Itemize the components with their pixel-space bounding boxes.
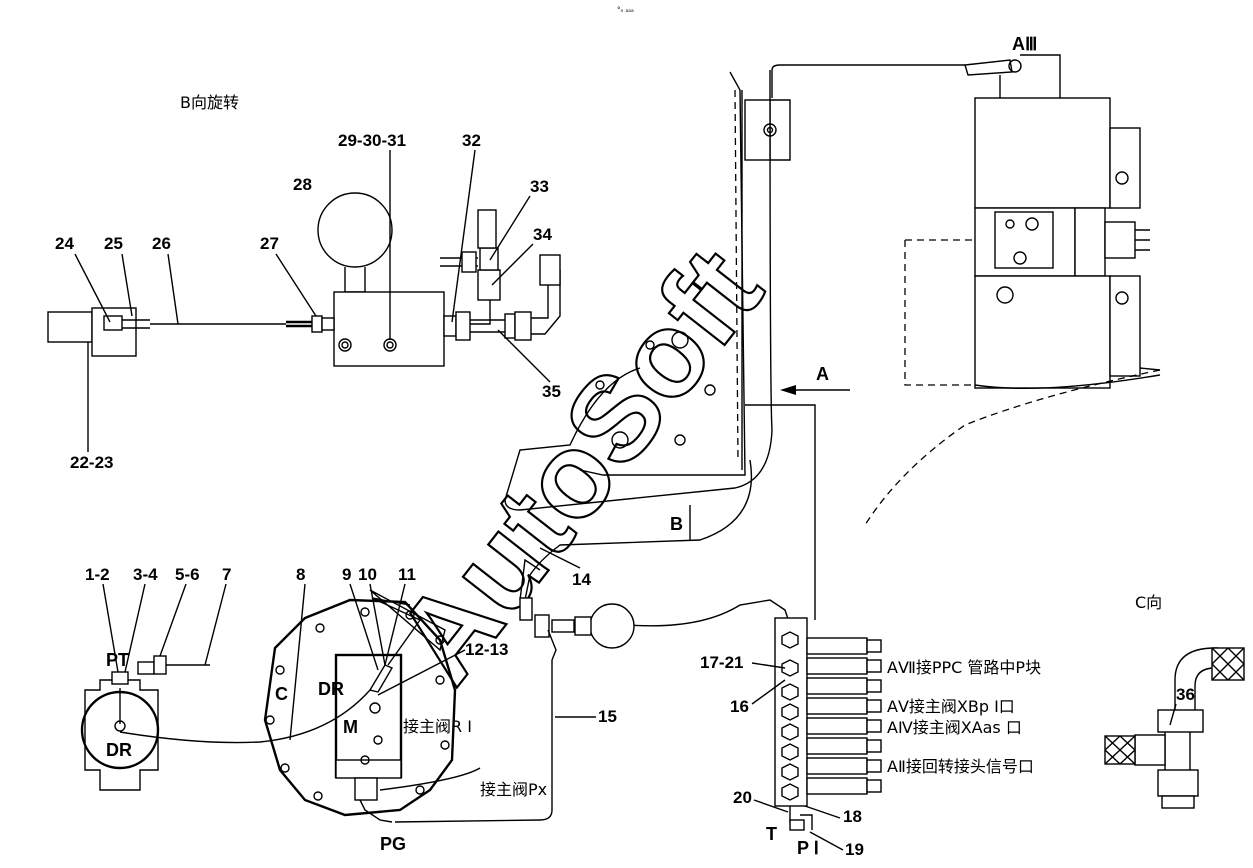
label-19: 19 [845,840,864,859]
bracket-structure: AⅢ A B [504,34,1161,540]
label-34: 34 [533,225,552,244]
pressure-gauge-assembly [47,192,561,367]
label-18: 18 [843,807,862,826]
view-b-labels: 29-30-31 32 28 33 34 24 25 26 27 35 22-2… [55,131,561,472]
label-10: 10 [358,565,377,584]
label-26: 26 [152,234,171,253]
manifold-block [774,617,808,807]
brake-valve-assembly: PT DR [80,650,371,791]
gauge-block [333,291,445,367]
motor-flange: C DR M PG [263,589,481,854]
hose-lines [394,404,816,823]
arrow-label-C: C [275,684,288,704]
pressure-gauge [317,192,393,268]
note-AV: AⅤ接主阀XBp Ⅰ口 [887,697,1015,716]
label-15: 15 [598,707,617,726]
port-label-M: M [343,717,358,737]
label-22-23: 22-23 [70,453,113,472]
note-main-valve-RI: 接主阀R Ⅰ [403,717,472,736]
manifold-labels: 17-21 16 20 18 19 T P Ⅰ [700,653,864,859]
port-label-T: T [766,824,777,844]
label-12-13: 12-13 [465,640,508,659]
label-33: 33 [530,177,549,196]
label-36: 36 [1176,685,1195,704]
note-AIV: AⅣ接主阀XAas 口 [887,718,1022,737]
pilot-manifold [774,617,882,831]
port-label-DR-motor: DR [318,679,344,699]
label-16: 16 [730,697,749,716]
label-35: 35 [542,382,561,401]
note-AII: AⅡ接回转接头信号口 [887,757,1034,776]
connection-notes: AⅦ接PPC 管路中P块 AⅤ接主阀XBp Ⅰ口 AⅣ接主阀XAas 口 AⅡ接… [887,658,1041,776]
manifold-ports [781,631,799,801]
label-28: 28 [293,175,312,194]
label-20: 20 [733,788,752,807]
label-29-31: 29-30-31 [338,131,406,150]
label-3-4: 3-4 [133,565,158,584]
view-c-title: C向 [1135,593,1162,612]
sensor-connector [47,311,93,343]
arrow-label-B: B [670,514,683,534]
label-32: 32 [462,131,481,150]
view-b-title: B向旋转 [180,93,239,112]
label-1-2: 1-2 [85,565,110,584]
port-label-PI: P Ⅰ [797,838,819,858]
swivel-joint: 36 [1104,647,1245,809]
manifold-outlets [806,637,882,795]
label-7: 7 [222,565,231,584]
arrow-label-A: A [816,364,829,384]
label-5-6: 5-6 [175,565,200,584]
label-27: 27 [260,234,279,253]
top-mark: °ₙ ₐₐₐ [617,6,634,14]
label-14: 14 [572,570,591,589]
port-label-PG: PG [380,834,406,854]
label-9: 9 [342,565,351,584]
motor-labels: 8 9 10 11 12-13 14 15 接主阀R Ⅰ 接主阀Px [289,547,617,799]
bottom-left-labels: 1-2 3-4 5-6 7 [85,565,231,673]
valve-label-AIII: AⅢ [1012,34,1037,54]
port-label-PT: PT [106,650,129,670]
label-17-21: 17-21 [700,653,743,672]
label-25: 25 [104,234,123,253]
label-24: 24 [55,234,74,253]
label-11: 11 [398,565,416,584]
note-main-valve-Px: 接主阀Px [480,780,547,799]
note-AVII: AⅦ接PPC 管路中P块 [887,658,1041,677]
label-8: 8 [296,565,305,584]
port-label-DR-valve: DR [106,740,132,760]
